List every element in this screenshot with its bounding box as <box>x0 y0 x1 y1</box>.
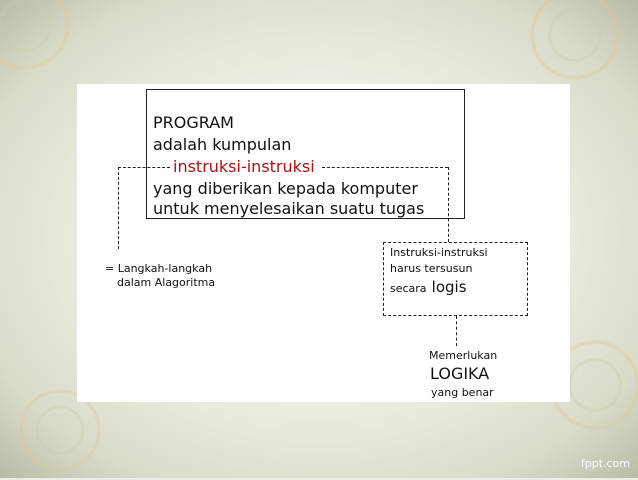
left-note-line-1: = Langkah-langkah <box>105 262 213 275</box>
definition-box <box>146 89 465 219</box>
connector-down-vertical <box>456 316 457 346</box>
right-box-line-3: secara logis <box>390 277 467 296</box>
definition-line-3: instruksi-instruksi <box>173 157 315 176</box>
slide-content-area <box>77 84 570 402</box>
connector-right-vertical <box>448 167 449 242</box>
definition-line-2: adalah kumpulan <box>153 135 292 154</box>
connector-right-horizontal <box>322 167 448 168</box>
right-box-line-3-emphasis: logis <box>431 278 467 296</box>
right-box-line-2: harus tersusun <box>390 262 473 275</box>
connector-left-vertical <box>118 167 119 249</box>
definition-line-5: untuk menyelesaikan suatu tugas <box>153 199 425 218</box>
left-note-line-2: dalam Alagoritma <box>117 276 216 289</box>
decorative-wheel-top-right <box>520 0 630 90</box>
definition-line-4: yang diberikan kepada komputer <box>153 179 418 198</box>
right-box-line-1: Instruksi-instruksi <box>390 246 488 259</box>
watermark-text: fppt.com <box>580 457 630 470</box>
bottom-note-line-3: yang benar <box>431 386 494 399</box>
logic-requirement-box <box>383 242 528 316</box>
connector-left-horizontal <box>118 167 170 168</box>
right-box-line-3-prefix: secara <box>390 282 427 295</box>
bottom-note-line-2: LOGIKA <box>430 364 490 383</box>
bottom-note-line-1: Memerlukan <box>429 349 498 362</box>
definition-line-1: PROGRAM <box>153 113 234 132</box>
